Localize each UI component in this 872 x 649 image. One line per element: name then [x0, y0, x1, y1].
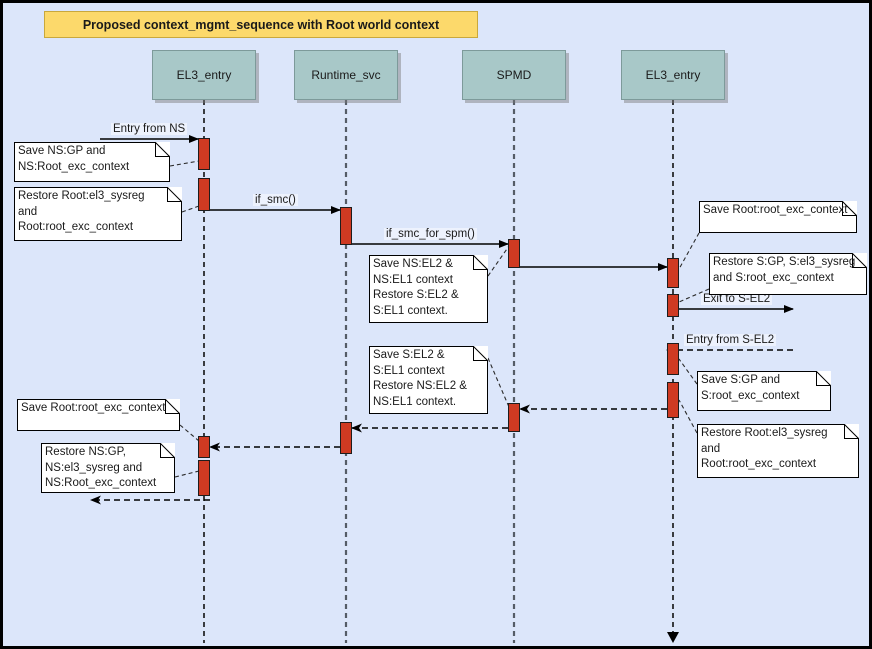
activation-bar-el3_left[interactable] [198, 138, 210, 170]
note-n5[interactable]: Save Root:root_exc_context [699, 201, 857, 233]
diagram-title-banner: Proposed context_mgmt_sequence with Root… [44, 11, 478, 38]
activation-bar-el3_left[interactable] [198, 436, 210, 458]
note-connector-n7 [678, 358, 698, 385]
lifeline-label: SPMD [496, 68, 532, 82]
note-n10[interactable]: Restore NS:GP, NS:el3_sysreg and NS:Root… [41, 443, 175, 493]
note-text: Save S:EL2 & S:EL1 context Restore NS:EL… [373, 349, 467, 408]
activation-bar-el3_right[interactable] [667, 294, 679, 317]
note-text: Restore NS:GP, NS:el3_sysreg and NS:Root… [45, 446, 157, 489]
note-text: Restore Root:el3_sysreg and Root:root_ex… [701, 427, 828, 470]
activation-bar-spmd[interactable] [508, 239, 520, 268]
lifeline-head-el3_right[interactable]: EL3_entry [621, 50, 725, 100]
activation-bar-spmd[interactable] [508, 403, 520, 432]
activation-bar-runtime[interactable] [340, 422, 352, 454]
activation-bar-el3_right[interactable] [667, 382, 679, 418]
note-n9[interactable]: Save Root:root_exc_context [17, 399, 180, 431]
note-text: Save Root:root_exc_context [21, 402, 166, 414]
note-connector-n6 [678, 288, 710, 303]
note-text: Save NS:GP and NS:Root_exc_context [18, 145, 130, 173]
note-n3[interactable]: Save NS:EL2 & NS:EL1 context Restore S:E… [369, 255, 488, 323]
lifeline-head-el3_left[interactable]: EL3_entry [152, 50, 256, 100]
activation-bar-el3_right[interactable] [667, 258, 679, 288]
activation-bar-runtime[interactable] [340, 207, 352, 245]
diagram-vector-layer [90, 100, 794, 643]
note-text: Save Root:root_exc_context [703, 204, 848, 216]
note-connector-n3 [487, 245, 510, 277]
lifeline-label: EL3_entry [645, 68, 701, 82]
note-connector-n10 [174, 470, 200, 478]
note-n7[interactable]: Save S:GP and S:root_exc_context [697, 371, 831, 411]
note-text: Restore Root:el3_sysreg and Root:root_ex… [18, 190, 145, 233]
lifeline-end-arrow-icon [667, 632, 679, 643]
lifeline-label: Runtime_svc [311, 68, 381, 82]
activation-bar-el3_left[interactable] [198, 178, 210, 211]
note-connector-n4 [487, 357, 510, 408]
activation-bar-el3_right[interactable] [667, 343, 679, 375]
activation-bar-el3_left[interactable] [198, 460, 210, 496]
message-label-m6: Entry from S-EL2 [684, 334, 777, 346]
note-text: Save S:GP and S:root_exc_context [701, 374, 800, 402]
note-n1[interactable]: Save NS:GP and NS:Root_exc_context [14, 142, 170, 182]
note-connector-n9 [179, 424, 200, 442]
note-connector-n8 [678, 399, 698, 434]
note-n2[interactable]: Restore Root:el3_sysreg and Root:root_ex… [14, 187, 182, 241]
note-connector-n2 [181, 205, 200, 213]
lifeline-head-spmd[interactable]: SPMD [462, 50, 566, 100]
diagram-title: Proposed context_mgmt_sequence with Root… [82, 17, 440, 32]
message-label-m2: if_smc() [253, 194, 298, 206]
lifeline-label: EL3_entry [176, 68, 232, 82]
note-text: Restore S:GP, S:el3_sysreg and S:root_ex… [713, 256, 856, 284]
note-connector-n5 [678, 232, 700, 270]
lifeline-head-runtime[interactable]: Runtime_svc [294, 50, 398, 100]
note-n8[interactable]: Restore Root:el3_sysreg and Root:root_ex… [697, 424, 859, 478]
note-n6[interactable]: Restore S:GP, S:el3_sysreg and S:root_ex… [709, 253, 867, 295]
message-label-m3: if_smc_for_spm() [384, 228, 477, 240]
message-label-m1: Entry from NS [111, 123, 188, 135]
note-connector-n1 [169, 160, 200, 167]
note-text: Save NS:EL2 & NS:EL1 context Restore S:E… [373, 258, 459, 317]
note-n4[interactable]: Save S:EL2 & S:EL1 context Restore NS:EL… [369, 346, 488, 414]
message-label-m5: Exit to S-EL2 [701, 293, 773, 305]
